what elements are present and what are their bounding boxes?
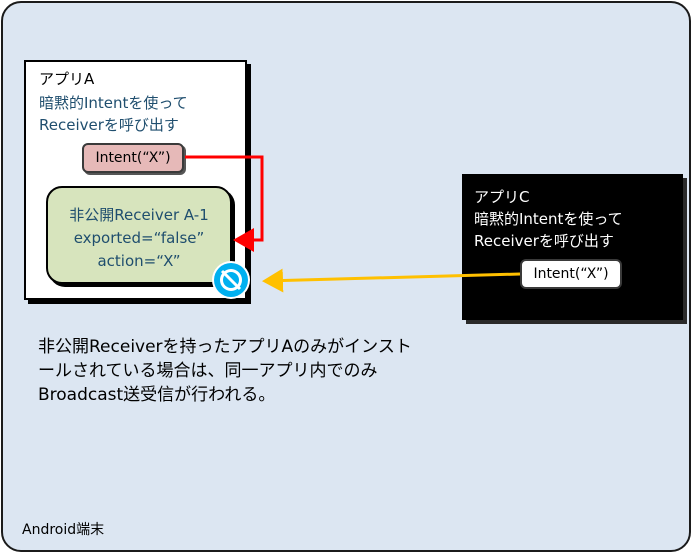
- receiver-name: 非公開Receiver A-1: [69, 206, 209, 224]
- private-receiver-a1: 非公開Receiver A-1 exported=“false” action=…: [46, 186, 232, 284]
- app-c-title: アプリC: [474, 188, 530, 206]
- app-a-description-line1: 暗黙的Intentを使って: [39, 94, 188, 112]
- app-a-title: アプリA: [39, 70, 95, 88]
- app-c-description: 暗黙的Intentを使って Receiverを呼び出す: [474, 208, 623, 252]
- no-entry-icon: [212, 261, 250, 299]
- app-c-description-line1: 暗黙的Intentを使って: [474, 210, 623, 228]
- app-c-description-line2: Receiverを呼び出す: [474, 232, 614, 250]
- explanation-note: 非公開Receiverを持ったアプリAのみがインストールされている場合は、同一ア…: [38, 337, 412, 405]
- receiver-action: action=“X”: [97, 252, 181, 270]
- external-intent-arrow: [262, 268, 521, 293]
- app-c-intent: Intent(“X”): [520, 259, 622, 289]
- app-a-description: 暗黙的Intentを使って Receiverを呼び出す: [39, 92, 188, 136]
- receiver-exported: exported=“false”: [73, 229, 205, 247]
- app-a-description-line2: Receiverを呼び出す: [39, 116, 179, 134]
- app-c-box: [462, 174, 683, 320]
- internal-intent-arrow: [185, 155, 264, 252]
- device-label: Android端末: [22, 522, 105, 538]
- app-a-intent: Intent(“X”): [82, 143, 184, 173]
